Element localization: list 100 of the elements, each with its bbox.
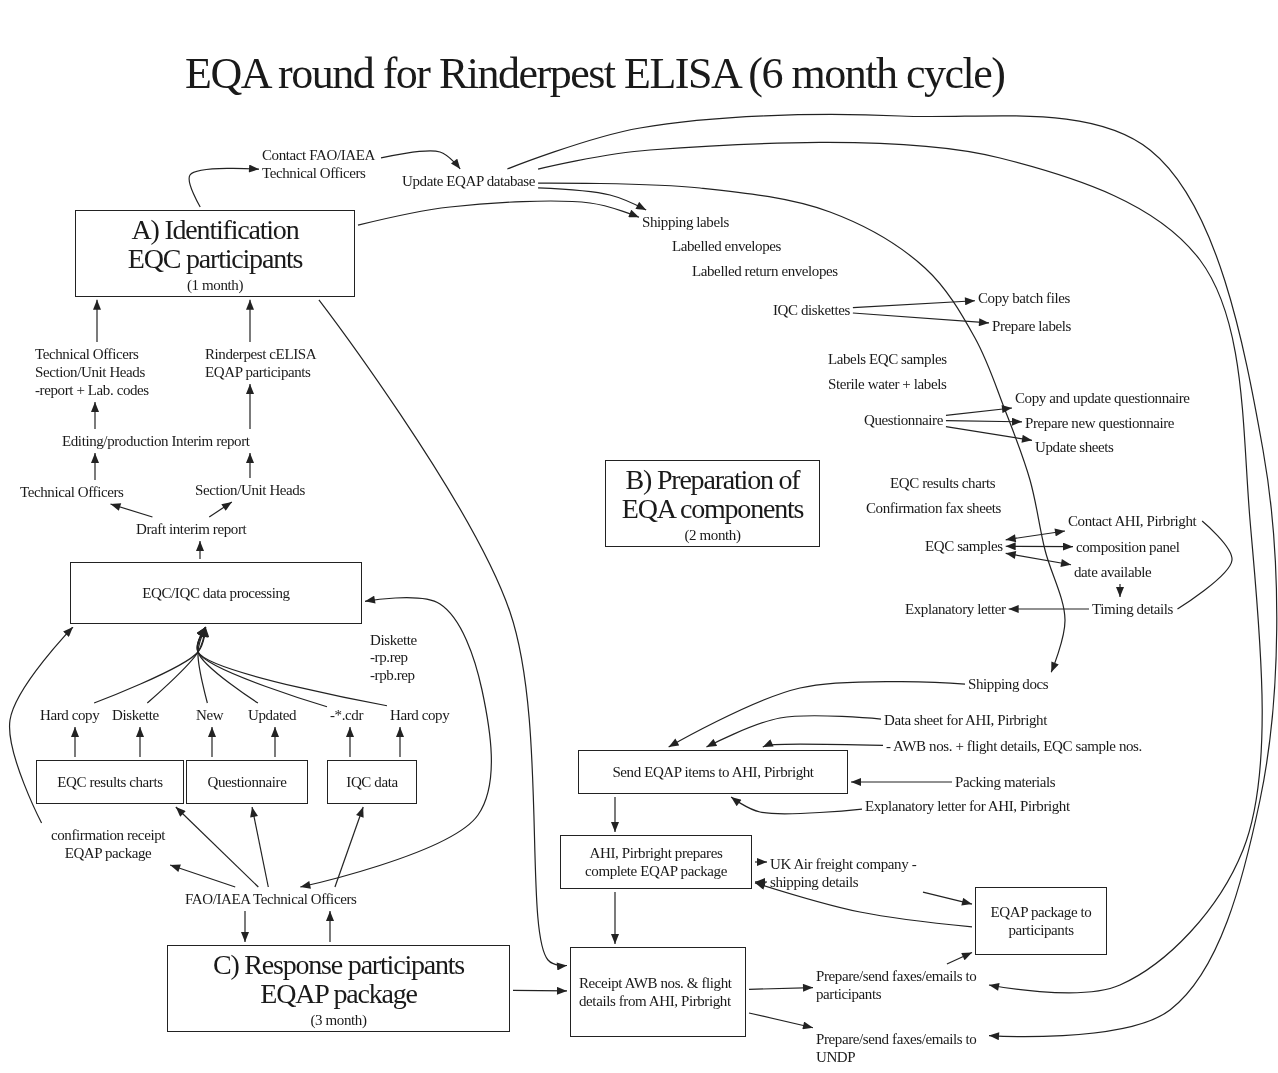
- arrow: [512, 986, 568, 995]
- phase-box: [605, 460, 820, 547]
- process-box: [570, 947, 746, 1037]
- phase-title: B) Preparation of EQA components: [620, 465, 805, 524]
- process-box: [975, 887, 1107, 955]
- box-label: Send EQAP items to AHI, Pirbright: [611, 763, 815, 781]
- box-label: AHI, Pirbright prepares complete EQAP package: [584, 844, 728, 880]
- phase-title: A) Identification EQC participants: [126, 215, 304, 274]
- step-label: Technical Officers Section/Unit Heads -report + Lab. codes: [35, 345, 180, 399]
- box-label: Questionnaire: [206, 773, 288, 791]
- arrow: [208, 501, 233, 518]
- arrow: [945, 405, 1013, 416]
- arrow: [197, 626, 208, 704]
- step-label: Technical Officers: [20, 483, 124, 501]
- box-label: EQC/IQC data processing: [141, 584, 291, 602]
- arrow: [754, 882, 973, 928]
- arrow: [250, 806, 269, 888]
- arrow: [169, 864, 236, 888]
- step-label: Section/Unit Heads: [195, 481, 305, 499]
- step-label: Updated: [248, 706, 296, 724]
- arrow: [91, 401, 99, 430]
- arrow: [748, 983, 814, 992]
- arrow: [537, 187, 647, 211]
- step-label: FAO/IAEA Technical Officers: [185, 890, 357, 908]
- arrow: [754, 858, 768, 866]
- step-label: Prepare new questionnaire: [1025, 414, 1175, 432]
- arrow: [246, 299, 254, 343]
- arrow: [109, 503, 154, 518]
- box-label: Receipt AWB nos. & flight details from AHI, Pirbright: [579, 974, 733, 1010]
- arrow: [1005, 542, 1074, 551]
- arrow: [146, 626, 209, 704]
- step-label: Update EQAP database: [402, 172, 536, 190]
- arrow: [299, 595, 492, 889]
- arrow: [91, 452, 99, 481]
- arrow: [196, 540, 204, 560]
- arrow: [246, 452, 254, 479]
- step-label: EQC samples: [925, 537, 1003, 555]
- arrow: [175, 806, 259, 888]
- process-box: [186, 760, 308, 804]
- step-label: confirmation receipt EQAP package: [38, 826, 178, 862]
- arrow: [380, 150, 461, 170]
- duration-text: (2 month): [683, 525, 742, 544]
- arrow: [1008, 605, 1090, 613]
- arrow: [748, 1012, 814, 1030]
- arrow: [71, 726, 79, 758]
- step-label: Explanatory letter: [905, 600, 1006, 618]
- arrow: [396, 726, 404, 758]
- step-label: IQC diskettes: [773, 301, 850, 319]
- step-label: Hard copy: [390, 706, 450, 724]
- process-box: [578, 750, 848, 794]
- step-label: Prepare labels: [992, 317, 1071, 335]
- arrow: [705, 715, 882, 748]
- phase-box: [75, 210, 355, 297]
- arrow: [246, 383, 254, 430]
- process-box: [36, 760, 184, 804]
- duration-text: (3 month): [309, 1010, 368, 1029]
- arrow: [537, 182, 1066, 673]
- step-label: Editing/production Interim report: [62, 432, 250, 450]
- arrow: [668, 681, 966, 748]
- step-label: Hard copy: [40, 706, 100, 724]
- diagram-title: EQA round for Rinderpest ELISA (6 month cycle): [185, 50, 1005, 99]
- arrow: [208, 726, 216, 758]
- step-label: Packing materials: [955, 773, 1056, 791]
- step-label: Contact FAO/IAEA Technical Officers: [262, 146, 378, 182]
- arrow: [850, 778, 953, 786]
- box-label: EQAP package to participants: [989, 903, 1093, 939]
- step-label: Explanatory letter for AHI, Pirbright: [865, 797, 1070, 815]
- step-label: date available: [1074, 563, 1152, 581]
- arrow: [1005, 528, 1066, 543]
- arrow: [945, 417, 1023, 426]
- step-label: Shipping labels: [642, 213, 729, 231]
- step-label: Rinderpest cELISA EQAP participants: [205, 345, 345, 381]
- process-box: [327, 760, 417, 804]
- box-label: EQC results charts: [56, 773, 164, 791]
- step-label: Update sheets: [1035, 438, 1114, 456]
- box-label: IQC data: [345, 773, 399, 791]
- arrow: [93, 626, 210, 704]
- step-label: Timing details: [1092, 600, 1173, 618]
- arrow: [93, 299, 101, 343]
- arrow: [318, 299, 568, 971]
- phase-title: C) Response participants EQAP package: [211, 950, 466, 1009]
- arrow: [334, 806, 364, 888]
- step-label: - AWB nos. + flight details, EQC sample nos.: [886, 737, 1142, 755]
- step-label: Contact AHI, Pirbright: [1068, 512, 1197, 530]
- arrow: [730, 796, 863, 815]
- duration-text: (1 month): [186, 275, 244, 294]
- arrow: [611, 891, 619, 945]
- process-box: [560, 835, 752, 889]
- arrow: [196, 626, 388, 707]
- step-label: Prepare/send faxes/emails to UNDP: [816, 1030, 986, 1066]
- step-label: Draft interim report: [136, 520, 247, 538]
- arrow: [762, 739, 884, 748]
- arrow: [188, 164, 260, 208]
- arrow: [346, 726, 354, 758]
- arrow: [922, 891, 973, 906]
- step-label: Confirmation fax sheets: [866, 499, 1001, 517]
- connector-line: [1176, 520, 1233, 610]
- step-label: Labelled envelopes: [672, 237, 781, 255]
- arrow: [611, 796, 619, 833]
- phase-box: [167, 945, 510, 1032]
